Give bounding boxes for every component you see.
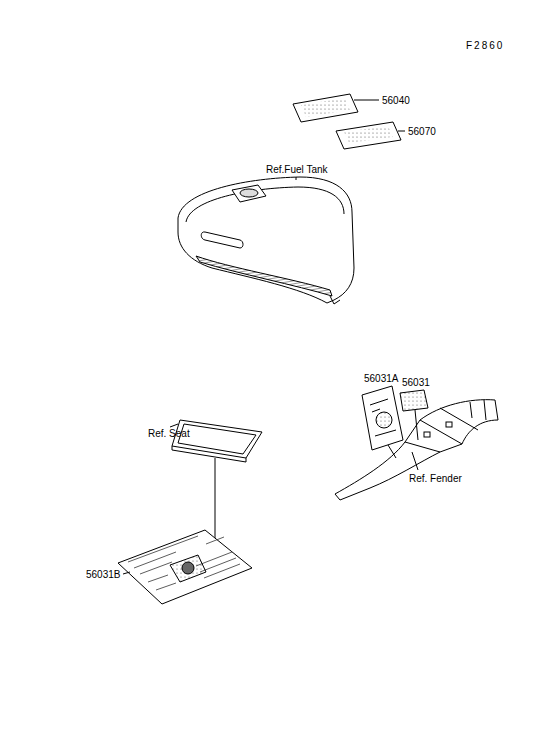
callout-number: 56070 — [408, 126, 436, 137]
decal — [362, 386, 403, 450]
leader-line — [354, 100, 379, 101]
part-reference: Ref. Seat — [148, 428, 190, 439]
callout-number: 56031A — [364, 373, 398, 384]
fuel-tank — [178, 177, 354, 304]
decal — [336, 122, 401, 149]
callout-number: 56031B — [86, 569, 120, 580]
figure-number: F2860 — [466, 40, 504, 51]
decal — [293, 94, 358, 122]
callout-number: 56040 — [382, 95, 410, 106]
seat — [172, 420, 262, 462]
callout-number: 56031 — [402, 377, 430, 388]
decal — [118, 530, 252, 604]
decal — [400, 390, 428, 411]
part-reference: Ref.Fuel Tank — [266, 164, 328, 175]
part-reference: Ref. Fender — [409, 473, 462, 484]
fender — [335, 400, 498, 500]
